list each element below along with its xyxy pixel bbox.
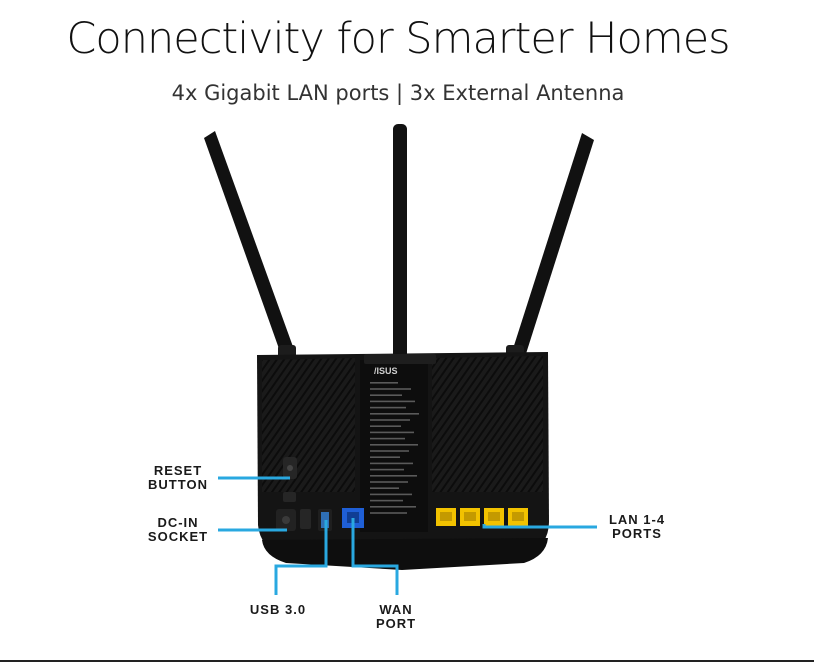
label-fine-print: [370, 487, 399, 489]
lan-ports[interactable]: [436, 508, 528, 526]
label-fine-print: [370, 481, 408, 483]
power-button[interactable]: [300, 509, 311, 529]
label-fine-print: [370, 506, 416, 508]
label-fine-print: [370, 444, 418, 446]
page-subtitle: 4x Gigabit LAN ports | 3x External Anten…: [171, 81, 625, 105]
label-fine-print: [370, 413, 419, 415]
router-body: [257, 352, 549, 570]
reset-button[interactable]: [283, 457, 297, 479]
dc-in-socket[interactable]: [276, 509, 296, 531]
label-fine-print: [370, 493, 412, 496]
label-fine-print: [370, 499, 403, 502]
label-fine-print: [370, 388, 411, 390]
label-fine-print: [370, 425, 401, 427]
bottom-rule: [0, 660, 814, 662]
usb-port-label: USB 3.0: [249, 602, 307, 617]
leader-usb: [274, 520, 328, 595]
label-fine-print: [370, 394, 402, 396]
leader-lines: [218, 476, 597, 595]
product-label-panel: /ISUS: [370, 366, 419, 514]
label-fine-print: [370, 406, 406, 409]
label-fine-print: [370, 468, 404, 471]
antenna-center: [387, 124, 413, 377]
label-fine-print: [370, 475, 417, 477]
leader-wan: [351, 518, 399, 595]
page-title: Connectivity for Smarter Homes: [66, 14, 730, 64]
wps-switch[interactable]: [283, 492, 296, 502]
label-fine-print: [370, 450, 409, 452]
label-fine-print: [370, 419, 410, 421]
label-fine-print: [370, 512, 407, 514]
leader-lan: [482, 524, 597, 529]
antenna-left: [204, 131, 296, 367]
label-fine-print: [370, 462, 413, 465]
label-fine-print: [370, 431, 414, 434]
label-fine-print: [370, 400, 415, 403]
brand-logo: /ISUS: [374, 366, 398, 376]
antenna-right: [506, 133, 594, 367]
label-fine-print: [370, 456, 400, 458]
label-fine-print: [370, 437, 405, 440]
label-fine-print: [370, 382, 398, 384]
